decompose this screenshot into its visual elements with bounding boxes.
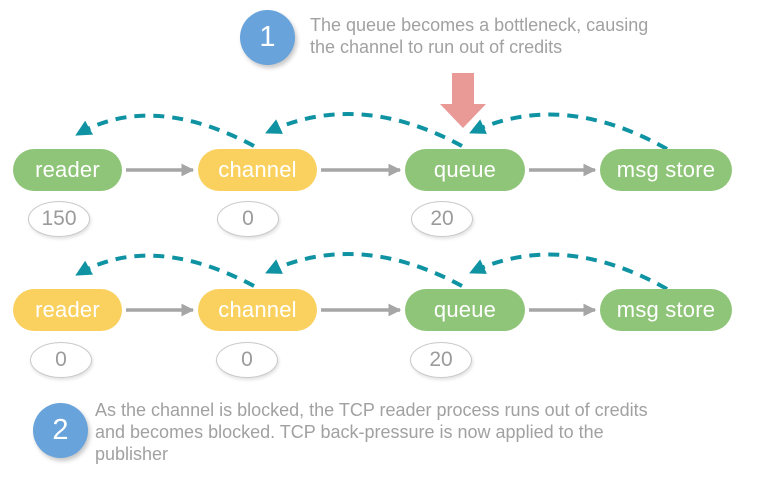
step-1-note-line: the channel to run out of credits [310,37,563,57]
credit-count-badge-channel-1: 0 [217,201,279,237]
credit-count-badge-channel-2: 0 [216,342,278,378]
credit-arc-msgstore-queue-2 [469,252,668,291]
credit-arc-msgstore-queue-1 [469,112,668,151]
credit-arc-channel-reader-2 [75,253,255,288]
node-label: msg store [616,157,716,182]
step-2-note-line: As the channel is blocked, the TCP reade… [95,400,648,420]
step-1-number: 1 [259,21,276,53]
step-1-note: The queue becomes a bottleneck, causing … [310,14,648,58]
step-1-note-line: The queue becomes a bottleneck, causing [310,15,649,35]
step-1-badge: 1 [240,10,295,65]
step-2-badge: 2 [33,403,88,458]
step-2-note-line: publisher [95,444,169,464]
step-2-number: 2 [52,414,69,446]
node-label: reader [35,157,100,182]
node-label: queue [433,157,497,182]
node-label: reader [35,297,100,322]
credit-count: 20 [429,348,453,371]
step-2-note-line: and becomes blocked. TCP back-pressure i… [95,422,604,442]
credit-count: 0 [55,348,67,371]
node-label: channel [218,297,297,322]
node-msgstore-row1: msg store [600,149,732,191]
node-msgstore-row2: msg store [600,289,732,331]
credit-count-badge-reader-2: 0 [30,342,92,378]
credit-count: 0 [241,348,253,371]
bottleneck-arrow-icon [440,73,486,128]
node-label: queue [433,297,497,322]
credit-count: 20 [430,207,454,230]
credit-count-badge-queue-2: 20 [410,342,472,378]
node-reader-row2: reader [13,289,122,331]
credit-count: 150 [41,207,77,230]
step-2-note: As the channel is blocked, the TCP reade… [95,399,648,465]
node-reader-row1: reader [13,149,122,191]
node-label: channel [218,157,297,182]
node-queue-row1: queue [405,149,525,191]
node-queue-row2: queue [405,289,525,331]
credit-count-badge-queue-1: 20 [411,201,473,237]
credit-arc-channel-reader-1 [75,113,255,148]
credit-count: 0 [242,207,254,230]
node-channel-row2: channel [198,289,317,331]
node-label: msg store [616,297,716,322]
credit-arc-queue-channel-2 [265,252,463,288]
credit-count-badge-reader-1: 150 [28,201,90,237]
credit-arc-queue-channel-1 [265,112,463,148]
node-channel-row1: channel [198,149,317,191]
